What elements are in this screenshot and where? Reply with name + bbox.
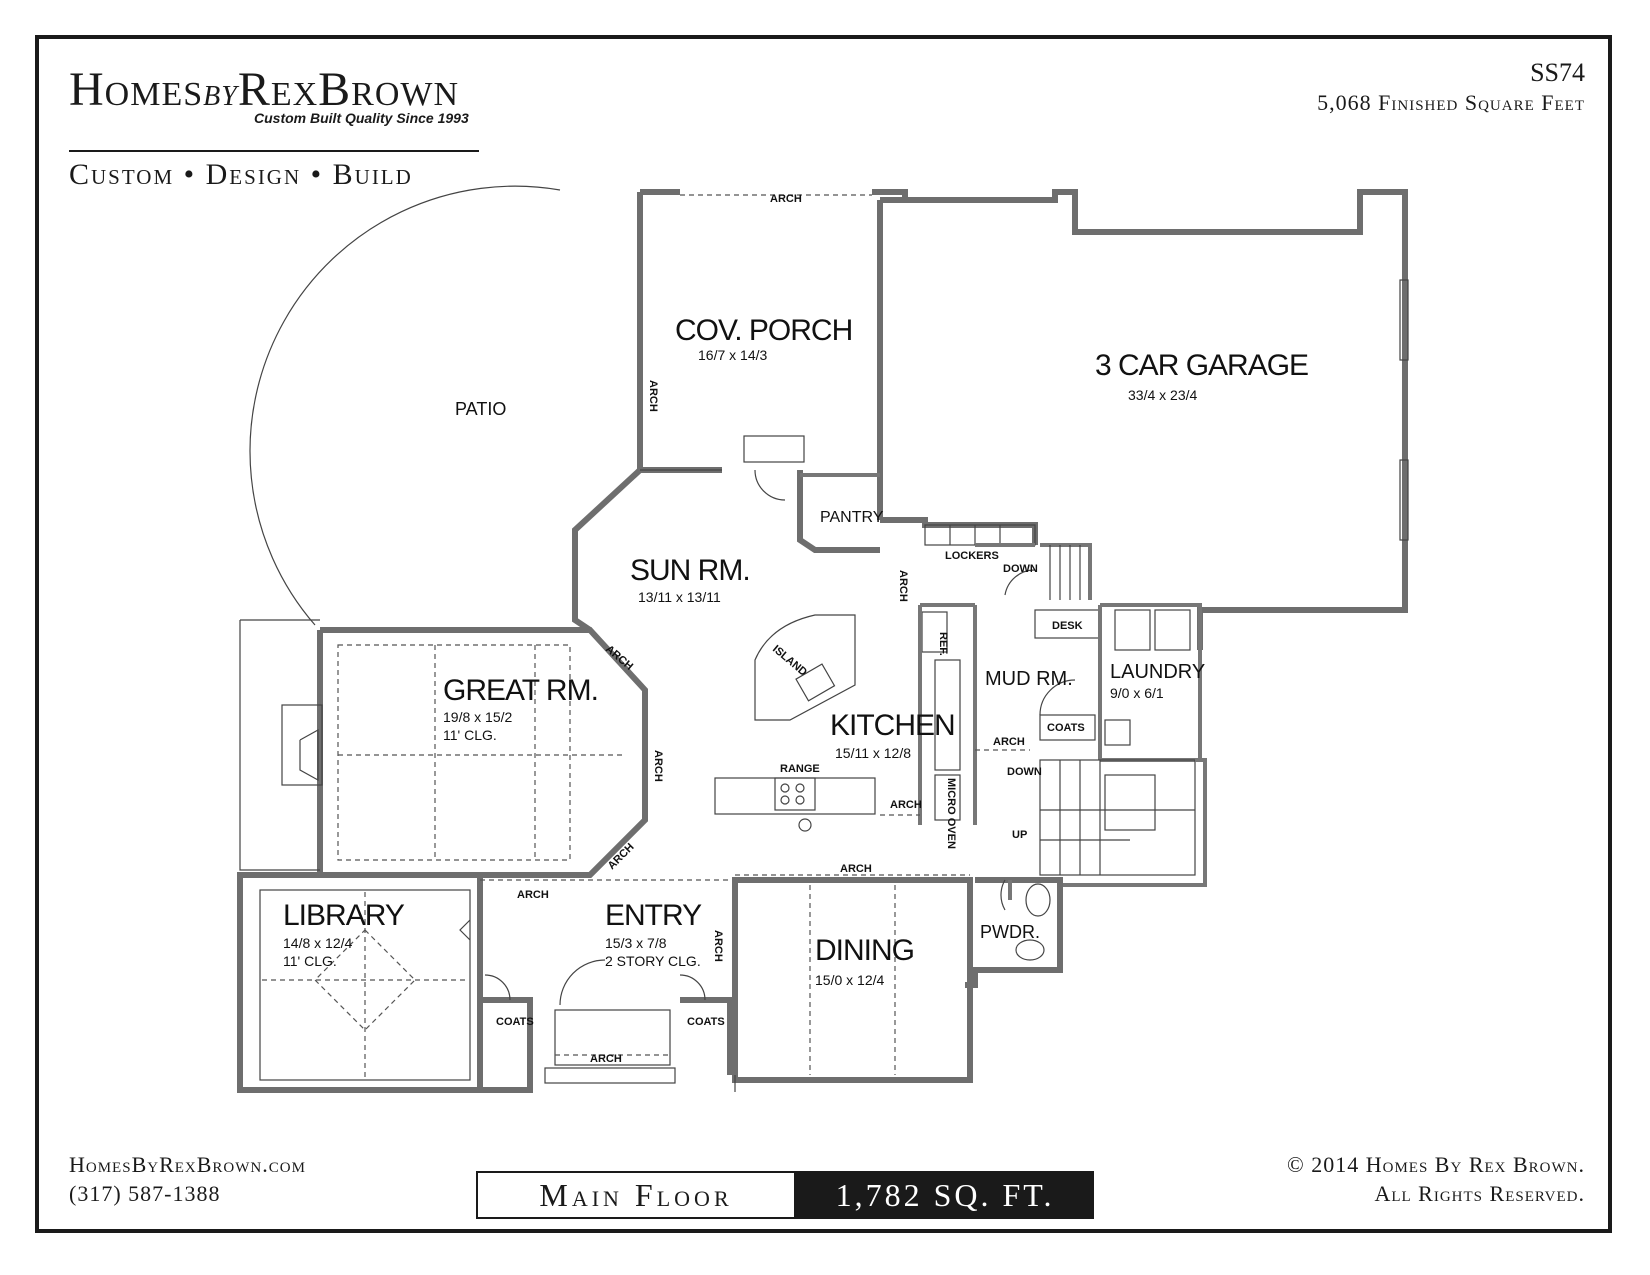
sun-room-walls xyxy=(572,467,880,633)
great-room-ceiling: 11' CLG. xyxy=(443,727,497,743)
logo-rexbrown: RexBrown xyxy=(237,63,460,116)
logo-divider xyxy=(69,150,479,152)
arch-label-sun-upper: ARCH xyxy=(603,643,635,673)
plan-id: SS74 xyxy=(1530,58,1585,87)
dining-dims: 15/0 x 12/4 xyxy=(815,972,884,988)
coats-closet-mud xyxy=(1039,714,1096,741)
island-label: ISLAND xyxy=(770,643,809,679)
garage-label: 3 CAR GARAGE xyxy=(1095,349,1308,382)
entry-area xyxy=(480,879,733,1093)
arch-label-entry-side: ARCH xyxy=(712,930,724,962)
website: HomesByRexBrown.com xyxy=(69,1152,306,1177)
company-logo: HomesbyRexBrown Custom Built Quality Sin… xyxy=(69,62,479,192)
copyright: © 2014 Homes By Rex Brown. xyxy=(1287,1152,1585,1177)
kitchen-dims: 15/11 x 12/8 xyxy=(835,745,911,761)
logo-by: by xyxy=(203,69,238,114)
logo-tagline: Custom Built Quality Since 1993 xyxy=(254,110,469,126)
stairs xyxy=(1039,758,1207,887)
arch-label-porch-side: ARCH xyxy=(647,380,659,412)
cov-porch-label: COV. PORCH xyxy=(675,314,852,347)
phone-number: (317) 587-1388 xyxy=(69,1181,221,1206)
library-ceiling: 11' CLG. xyxy=(283,953,337,969)
range-cooktop xyxy=(774,777,816,811)
kitchen-island xyxy=(754,614,856,721)
arch-label-mud: ARCH xyxy=(993,736,1025,748)
dining-area xyxy=(732,874,973,1092)
sun-room-dims: 13/11 x 13/11 xyxy=(638,589,721,605)
micro-oven-label: MICRO OVEN xyxy=(945,778,957,849)
coats-label-entry: COATS xyxy=(687,1016,725,1028)
coats-label-mud: COATS xyxy=(1047,722,1085,734)
rights-reserved: All Rights Reserved. xyxy=(1374,1181,1585,1206)
patio-outline xyxy=(249,185,561,626)
cov-porch-dims: 16/7 x 14/3 xyxy=(698,347,767,363)
arch-label-kitchen: ARCH xyxy=(897,570,909,602)
floor-area: 1,782 SQ. FT. xyxy=(796,1171,1094,1219)
mud-room-label: MUD RM. xyxy=(985,668,1073,690)
patio-label: PATIO xyxy=(455,399,506,419)
kitchen-area xyxy=(714,603,1030,832)
entry-ceiling: 2 STORY CLG. xyxy=(605,953,701,969)
library-area xyxy=(237,872,483,1093)
pantry-label: PANTRY xyxy=(820,509,884,526)
coats-label-library: COATS xyxy=(496,1016,534,1028)
library-dims: 14/8 x 12/4 xyxy=(283,935,352,951)
dining-label: DINING xyxy=(815,934,914,967)
powder-room-label: PWDR. xyxy=(980,922,1040,942)
laundry-dims: 9/0 x 6/1 xyxy=(1110,685,1164,701)
range-label: RANGE xyxy=(780,763,820,775)
company-motto: Custom • Design • Build xyxy=(69,158,413,191)
down-label-stairs: DOWN xyxy=(1007,766,1042,778)
arch-label-front: ARCH xyxy=(590,1053,622,1065)
great-room-dims: 19/8 x 15/2 xyxy=(443,709,512,725)
arch-label-dining: ARCH xyxy=(840,863,872,875)
laundry-label: LAUNDRY xyxy=(1110,661,1205,683)
sun-room-label: SUN RM. xyxy=(630,554,750,587)
logo-homes: Homes xyxy=(69,63,204,116)
up-label-stairs: UP xyxy=(1012,829,1027,841)
powder-room-area xyxy=(965,877,1063,988)
entry-dims: 15/3 x 7/8 xyxy=(605,935,667,951)
entry-label: ENTRY xyxy=(605,899,702,932)
page-border xyxy=(35,35,1612,1233)
arch-label-porch: ARCH xyxy=(770,193,802,205)
logo-wordmark: HomesbyRexBrown xyxy=(69,62,459,117)
micro-oven xyxy=(934,774,961,821)
lockers-label: LOCKERS xyxy=(945,550,999,562)
refrigerator-label: REF. xyxy=(937,632,949,656)
finished-square-feet: 5,068 Finished Square Feet xyxy=(1317,90,1585,115)
arch-label-entry: ARCH xyxy=(517,889,549,901)
garage-dims: 33/4 x 23/4 xyxy=(1128,387,1197,403)
kitchen-label: KITCHEN xyxy=(830,709,955,742)
arch-label-great-lower: ARCH xyxy=(606,841,637,872)
library-label: LIBRARY xyxy=(283,899,405,932)
great-room-label: GREAT RM. xyxy=(443,674,598,707)
arch-label-kitchen-lower: ARCH xyxy=(890,799,922,811)
down-label-garage: DOWN xyxy=(1003,563,1038,575)
floor-name: Main Floor xyxy=(476,1171,796,1219)
great-room-area xyxy=(239,619,648,878)
arch-label-great-side: ARCH xyxy=(652,750,664,782)
desk-label: DESK xyxy=(1052,620,1083,632)
